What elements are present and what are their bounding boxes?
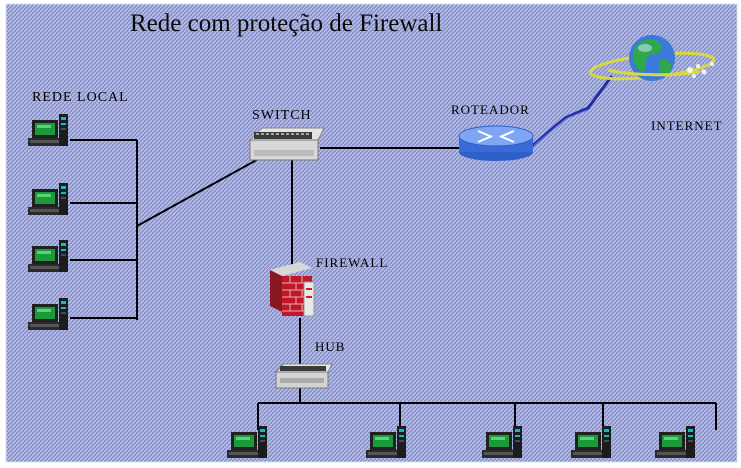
router-device [458,125,534,161]
hub-device [274,363,333,389]
lan-links [70,139,263,320]
firewall-label: FIREWALL [316,255,389,270]
diagram-title: Rede com proteção de Firewall [130,10,443,37]
hub-label: HUB [315,339,346,354]
switch-label: SWITCH [252,108,312,123]
router-label: ROTEADOR [451,102,530,117]
internet-link [531,75,614,148]
switch-device [248,127,325,161]
hub-links [257,402,717,430]
backbone-links [291,147,460,403]
firewall-device [270,262,315,317]
internet-label: INTERNET [651,118,723,133]
diagram-background [5,3,738,463]
internet-globe [588,35,716,81]
local-network-label: REDE LOCAL [32,90,129,105]
